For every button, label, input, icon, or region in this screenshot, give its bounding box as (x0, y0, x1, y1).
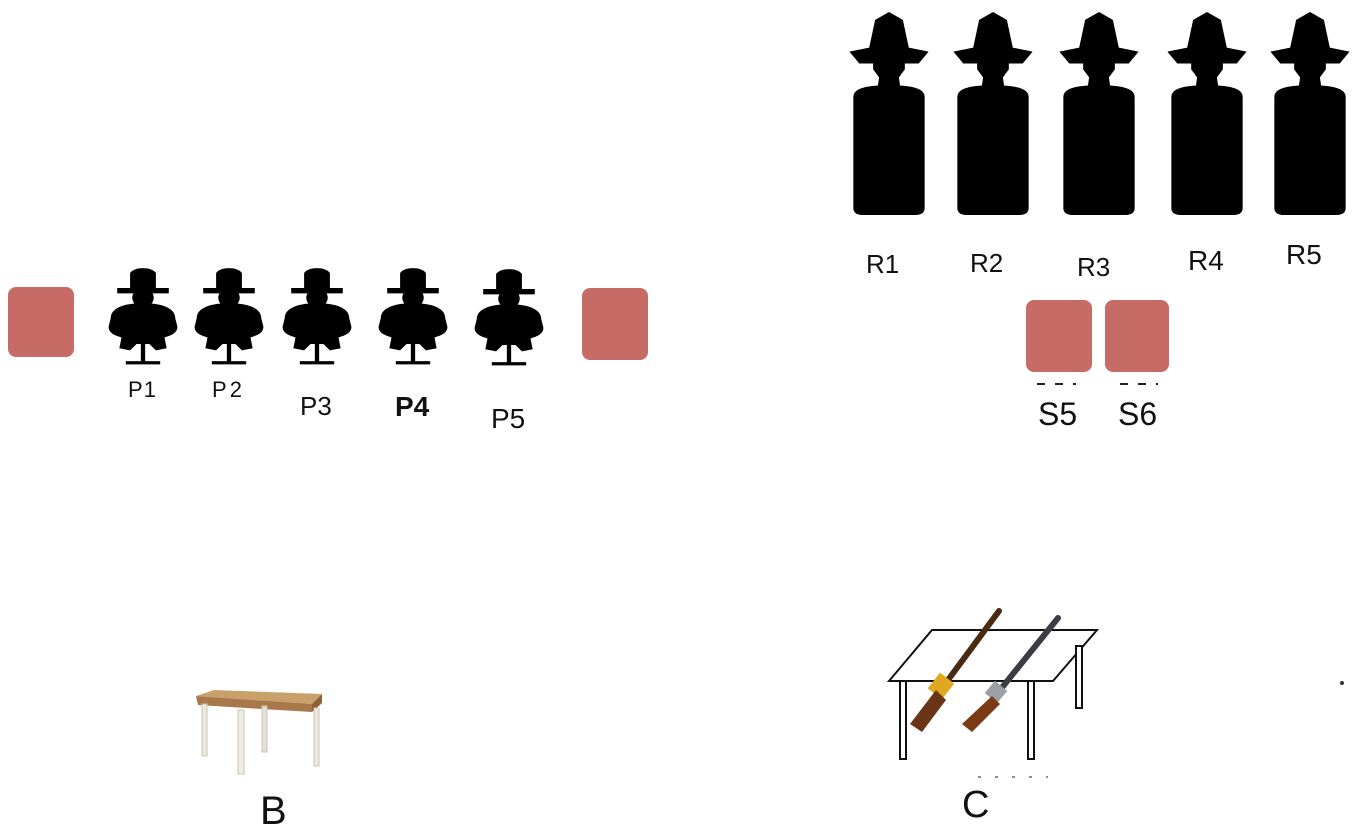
station-label-c: C (962, 784, 989, 825)
rifle-target-label: R1 (866, 249, 899, 279)
pistol-target-silhouette-icon (378, 268, 448, 365)
pistol-target-label: P3 (300, 391, 332, 421)
pistol-target-silhouette-icon (282, 268, 352, 365)
pistol-target-group (108, 268, 544, 366)
pistol-target-label: P4 (395, 391, 430, 422)
station-label-b: B (260, 789, 287, 825)
side-plate-right (582, 288, 648, 360)
rifle-target-label: R2 (970, 248, 1003, 278)
rifle-target-label: R4 (1188, 245, 1224, 276)
pistol-target-label: P2 (212, 377, 242, 402)
pistol-target-silhouette-icon (194, 268, 264, 365)
shotgun-knockdown-target-icon (1026, 300, 1092, 372)
pistol-target-label: P5 (491, 403, 525, 434)
dot-marker (1340, 681, 1344, 685)
pistol-target-silhouette-icon (108, 268, 178, 365)
table-with-rifles-icon (886, 608, 1100, 778)
shotgun-target-label: S6 (1118, 396, 1157, 432)
shotgun-target-label: S5 (1038, 396, 1077, 432)
rifle-target-label: R3 (1077, 252, 1110, 282)
pistol-target-silhouette-icon (474, 269, 544, 366)
pistol-target-label: P1 (128, 377, 156, 402)
wooden-table-icon (196, 690, 322, 775)
rifle-target-group (849, 11, 1350, 216)
rifle-target-label: R5 (1286, 239, 1322, 270)
rifle-target-silhouette-icon (1167, 11, 1247, 216)
shotgun-knockdown-target-icon (1105, 300, 1169, 372)
rifle-target-silhouette-icon (1059, 11, 1139, 216)
rifle-target-silhouette-icon (1270, 11, 1350, 216)
rifle-target-silhouette-icon (849, 11, 929, 216)
rifle-target-silhouette-icon (953, 11, 1033, 216)
side-plate-left (8, 287, 74, 357)
